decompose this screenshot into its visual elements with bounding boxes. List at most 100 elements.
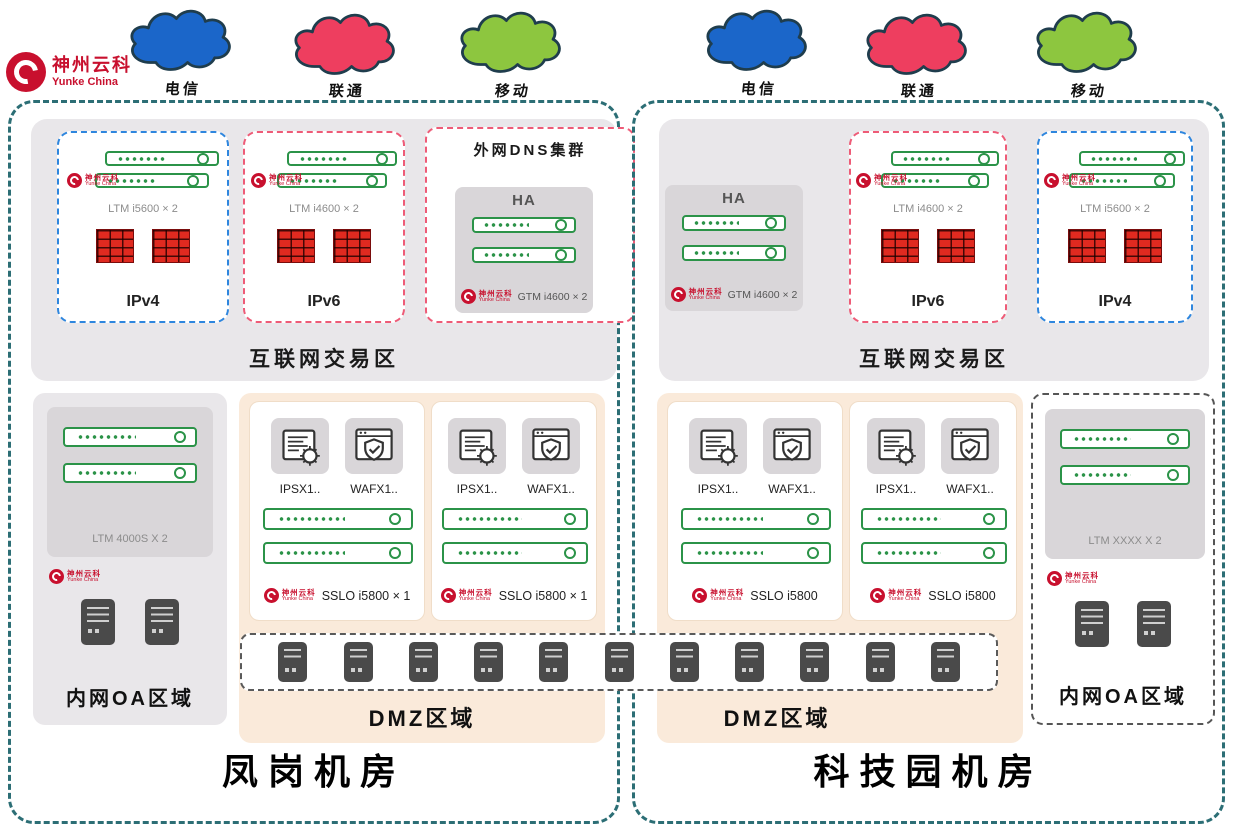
cloud-mobile-icon [456, 8, 568, 78]
device-label: SSLO i5800 [928, 588, 996, 603]
yunke-swirl-icon [692, 588, 708, 603]
server-strip [240, 633, 998, 691]
isp-label-mobile: 移动 [1069, 83, 1108, 100]
server-icon [343, 642, 373, 682]
ltm-appliance-icon [63, 427, 197, 447]
ltm-appliance-icon [277, 173, 387, 188]
cloud-telecom-icon [126, 6, 238, 76]
ha-label: HA [512, 192, 536, 209]
brand-subtitle: Yunke China [85, 180, 117, 187]
server-icon [474, 642, 503, 682]
server-icon [669, 642, 699, 682]
server-icon [81, 599, 115, 645]
waf-label: WAFX1.. [527, 482, 575, 496]
yunke-swirl-icon [460, 289, 476, 304]
server-icon [604, 642, 634, 682]
isp-label-telecom: 电信 [739, 81, 778, 98]
yunke-logo: 神州云科 Yunke China [6, 52, 132, 92]
yunke-swirl-icon [440, 588, 456, 603]
device-label: LTM i4600 × 2 [289, 203, 359, 215]
yunke-swirl-icon [263, 588, 279, 603]
isp-label-telecom: 电信 [163, 81, 202, 98]
isp-label-unicom: 联通 [327, 83, 366, 100]
ha-label: HA [722, 190, 746, 207]
brand-name: 神州云科 [458, 587, 493, 597]
dns-cluster-title: 外网DNS集群 [473, 142, 587, 159]
yunke-swirl-icon [251, 173, 266, 188]
device-label: LTM XXXX X 2 [1088, 535, 1162, 547]
ipv4-label: IPv4 [1098, 293, 1132, 310]
sslo-appliance-icon [681, 542, 831, 564]
cloud-mobile-icon [1032, 8, 1144, 78]
ips-icon [448, 418, 506, 474]
firewall-icon [1124, 229, 1162, 263]
yunke-swirl-icon [6, 52, 46, 92]
brand-name: 神州云科 [269, 172, 303, 182]
security-icon-row [432, 418, 596, 474]
device-label: LTM i5600 × 2 [1080, 203, 1150, 215]
gtm-appliance-icon [682, 245, 786, 261]
firewall-icon [152, 229, 190, 263]
firewall-icon [96, 229, 134, 263]
gtm-appliance-icon [472, 217, 576, 233]
ips-label: IPSX1.. [875, 482, 917, 496]
waf-icon [522, 418, 580, 474]
sslo-appliance-icon [442, 542, 588, 564]
security-label-row: IPSX1.. WAFX1.. [432, 482, 596, 496]
server-icon [1075, 601, 1109, 647]
brand-name: 神州云科 [688, 286, 723, 296]
yunke-swirl-icon [49, 569, 64, 584]
device-label: GTM i4600 × 2 [727, 288, 798, 301]
server-icon [278, 642, 308, 682]
ltm-panel: LTM 4000S X 2 [47, 407, 213, 557]
ips-label: IPSX1.. [697, 482, 739, 496]
ltm-panel: LTM XXXX X 2 [1045, 409, 1205, 559]
oa-zone-label: 内网OA区域 [66, 688, 194, 710]
oa-zone-label: 内网OA区域 [1059, 686, 1187, 708]
firewall-row [851, 229, 1005, 263]
yunke-swirl-icon [1044, 173, 1059, 188]
waf-icon [941, 418, 999, 474]
internet-zone-label: 互联网交易区 [249, 348, 399, 371]
brand-name: 神州云科 [874, 172, 908, 182]
security-icon-row [668, 418, 842, 474]
security-icon-row [850, 418, 1016, 474]
isp-label-unicom: 联通 [899, 83, 938, 100]
yunke-swirl-icon [1047, 571, 1062, 586]
brand-subtitle: Yunke China [478, 296, 510, 303]
firewall-icon [881, 229, 919, 263]
brand-name: 神州云科 [281, 587, 316, 597]
waf-icon [763, 418, 821, 474]
ips-icon [271, 418, 329, 474]
server-icon [539, 642, 569, 682]
brand-name: 神州云科 [1062, 172, 1096, 182]
device-label: GTM i4600 × 2 [517, 290, 588, 303]
firewall-row [59, 229, 227, 263]
waf-icon [345, 418, 403, 474]
brand-subtitle: Yunke China [688, 294, 720, 301]
